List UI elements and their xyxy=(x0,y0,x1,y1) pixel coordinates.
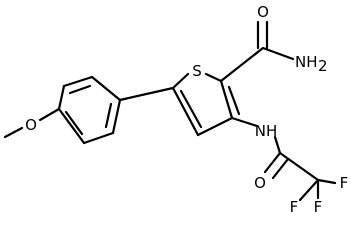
atom-label-amine-n: NH xyxy=(255,122,278,140)
bond-benzene-6 xyxy=(57,107,86,145)
bond-benzene-5 xyxy=(82,131,115,145)
atom-label-methoxy-o: O xyxy=(25,116,37,134)
bond-cf3-f-bottom xyxy=(298,178,320,202)
bond-benzene-2 xyxy=(62,75,94,88)
atom-label-f-bottom: F xyxy=(290,198,299,216)
bond-benzene-4 xyxy=(111,98,122,135)
bonds xyxy=(3,20,337,202)
bond-acyl-o-1 xyxy=(263,151,282,174)
bond-acyl-o-2 xyxy=(271,157,290,180)
atom-label-f-top: F xyxy=(314,198,323,216)
bond-benzene-double-3 xyxy=(64,110,84,136)
atom-label-f-right: F xyxy=(340,174,349,192)
structure-diagram: O S O NH 2 NH O F F F xyxy=(3,3,348,216)
bond-thiophene-c2-c3 xyxy=(219,79,234,120)
bond-benzene-double-2 xyxy=(104,102,113,129)
bond-nh-acyl xyxy=(273,135,282,155)
bond-aryl-thiophene xyxy=(118,86,175,102)
atom-label-amide-n: NH xyxy=(295,53,318,71)
bond-benzene-3 xyxy=(90,75,122,102)
bond-methyl-o xyxy=(3,126,24,139)
bond-thiophene-double-1 xyxy=(227,85,241,116)
bond-benzene-1 xyxy=(57,84,66,111)
bond-c3-nh xyxy=(230,116,259,128)
atom-label-acyl-o: O xyxy=(254,174,266,192)
atom-labels: O S O NH 2 NH O F F F xyxy=(25,3,348,216)
bond-cf3-f-right xyxy=(316,178,337,185)
bond-acyl-cf3 xyxy=(278,151,320,182)
bond-carbonyl-n xyxy=(261,46,295,61)
bond-thiophene-c4-c5 xyxy=(171,86,200,137)
bond-c2-carbonyl xyxy=(219,46,265,83)
atom-label-amide-o: O xyxy=(257,3,269,21)
atom-label-ring-s: S xyxy=(192,62,202,80)
bond-benzene-double-1 xyxy=(68,84,92,95)
atom-label-amide-h-subscript: 2 xyxy=(318,57,328,75)
bond-thiophene-double-2 xyxy=(179,89,203,129)
bond-thiophene-c3-c4 xyxy=(196,116,234,137)
bond-o-aryl xyxy=(38,107,61,122)
bond-thiophene-s-c2 xyxy=(204,72,223,83)
bond-thiophene-c5-s xyxy=(171,72,190,90)
